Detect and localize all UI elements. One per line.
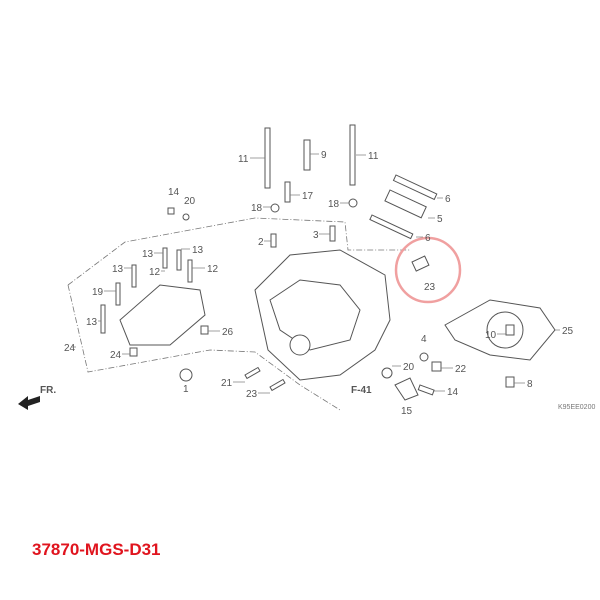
callout-12: 12 bbox=[149, 267, 161, 278]
dowel bbox=[505, 376, 515, 388]
callout-6: 6 bbox=[445, 194, 451, 205]
callout-24: 24 bbox=[110, 350, 122, 361]
callout-26: 26 bbox=[222, 327, 234, 338]
rocker-assembly-outline-lower bbox=[67, 284, 341, 411]
section-ref: F-41 bbox=[351, 385, 372, 396]
callout-2: 2 bbox=[258, 237, 264, 248]
callout-23: 23 bbox=[246, 389, 258, 400]
o-ring bbox=[179, 368, 193, 382]
gasket-bore bbox=[486, 311, 524, 349]
o-ring bbox=[381, 367, 393, 379]
callout-5: 5 bbox=[437, 214, 443, 225]
bolt bbox=[187, 259, 193, 283]
callout-22: 22 bbox=[455, 364, 467, 375]
washer bbox=[348, 198, 358, 208]
head-bolt bbox=[264, 127, 271, 189]
callout-24: 24 bbox=[64, 343, 76, 354]
cylinder-head-detail bbox=[269, 279, 361, 351]
front-marker: FR. bbox=[40, 385, 56, 396]
callout-14: 14 bbox=[168, 187, 180, 198]
callout-25: 25 bbox=[562, 326, 574, 337]
stud-bolt bbox=[269, 378, 286, 392]
bolt bbox=[417, 384, 435, 396]
callout-14: 14 bbox=[447, 387, 459, 398]
rocker-shaft bbox=[369, 214, 414, 240]
dowel bbox=[505, 324, 515, 336]
callout-10: 10 bbox=[485, 330, 497, 341]
callout-17: 17 bbox=[302, 191, 314, 202]
callout-23: 23 bbox=[424, 282, 436, 293]
callout-11: 11 bbox=[238, 154, 249, 165]
drawing-code: K95EE0200 bbox=[558, 404, 596, 411]
bolt bbox=[100, 304, 106, 334]
temperature-sensor bbox=[411, 255, 430, 272]
highlight-circle bbox=[394, 236, 462, 304]
water-joint bbox=[394, 377, 419, 401]
bolt bbox=[176, 249, 182, 271]
callout-6: 6 bbox=[425, 233, 431, 244]
callout-8: 8 bbox=[527, 379, 533, 390]
washer bbox=[270, 203, 280, 213]
cylinder-head-port bbox=[289, 334, 311, 356]
callout-18: 18 bbox=[251, 203, 263, 214]
stud-bolt bbox=[244, 366, 261, 380]
rocker-assembly-outline bbox=[67, 217, 410, 286]
callout-13: 13 bbox=[142, 249, 154, 260]
callout-4: 4 bbox=[421, 334, 427, 345]
head-bolt bbox=[349, 124, 356, 186]
bolt bbox=[162, 247, 168, 269]
dowel bbox=[200, 325, 209, 335]
bolt bbox=[115, 282, 121, 306]
callout-1: 1 bbox=[183, 384, 189, 395]
callout-15: 15 bbox=[401, 406, 413, 417]
bolt bbox=[284, 181, 291, 203]
callout-12: 12 bbox=[207, 264, 219, 275]
dowel-pin bbox=[329, 225, 336, 242]
spark-plug bbox=[303, 139, 311, 171]
callout-9: 9 bbox=[321, 150, 327, 161]
callout-11: 11 bbox=[368, 151, 379, 162]
callout-21: 21 bbox=[221, 378, 233, 389]
o-ring bbox=[419, 352, 429, 362]
plug-bolt bbox=[167, 207, 175, 215]
callout-13: 13 bbox=[86, 317, 98, 328]
callout-13: 13 bbox=[192, 245, 204, 256]
bolt bbox=[131, 264, 137, 288]
plug-bolt bbox=[431, 361, 442, 372]
part-number: 37870-MGS-D31 bbox=[32, 540, 161, 559]
front-arrow-icon bbox=[18, 396, 40, 410]
callout-13: 13 bbox=[112, 264, 124, 275]
callout-20: 20 bbox=[403, 362, 415, 373]
rocker-arm bbox=[384, 189, 427, 219]
dowel bbox=[129, 347, 138, 357]
o-ring bbox=[182, 213, 190, 221]
callout-20: 20 bbox=[184, 196, 196, 207]
callout-19: 19 bbox=[92, 287, 104, 298]
dowel-pin bbox=[270, 233, 277, 248]
rocker-arm-holder bbox=[119, 284, 206, 346]
callout-18: 18 bbox=[328, 199, 340, 210]
callout-3: 3 bbox=[313, 230, 319, 241]
rocker-shaft bbox=[392, 174, 438, 201]
